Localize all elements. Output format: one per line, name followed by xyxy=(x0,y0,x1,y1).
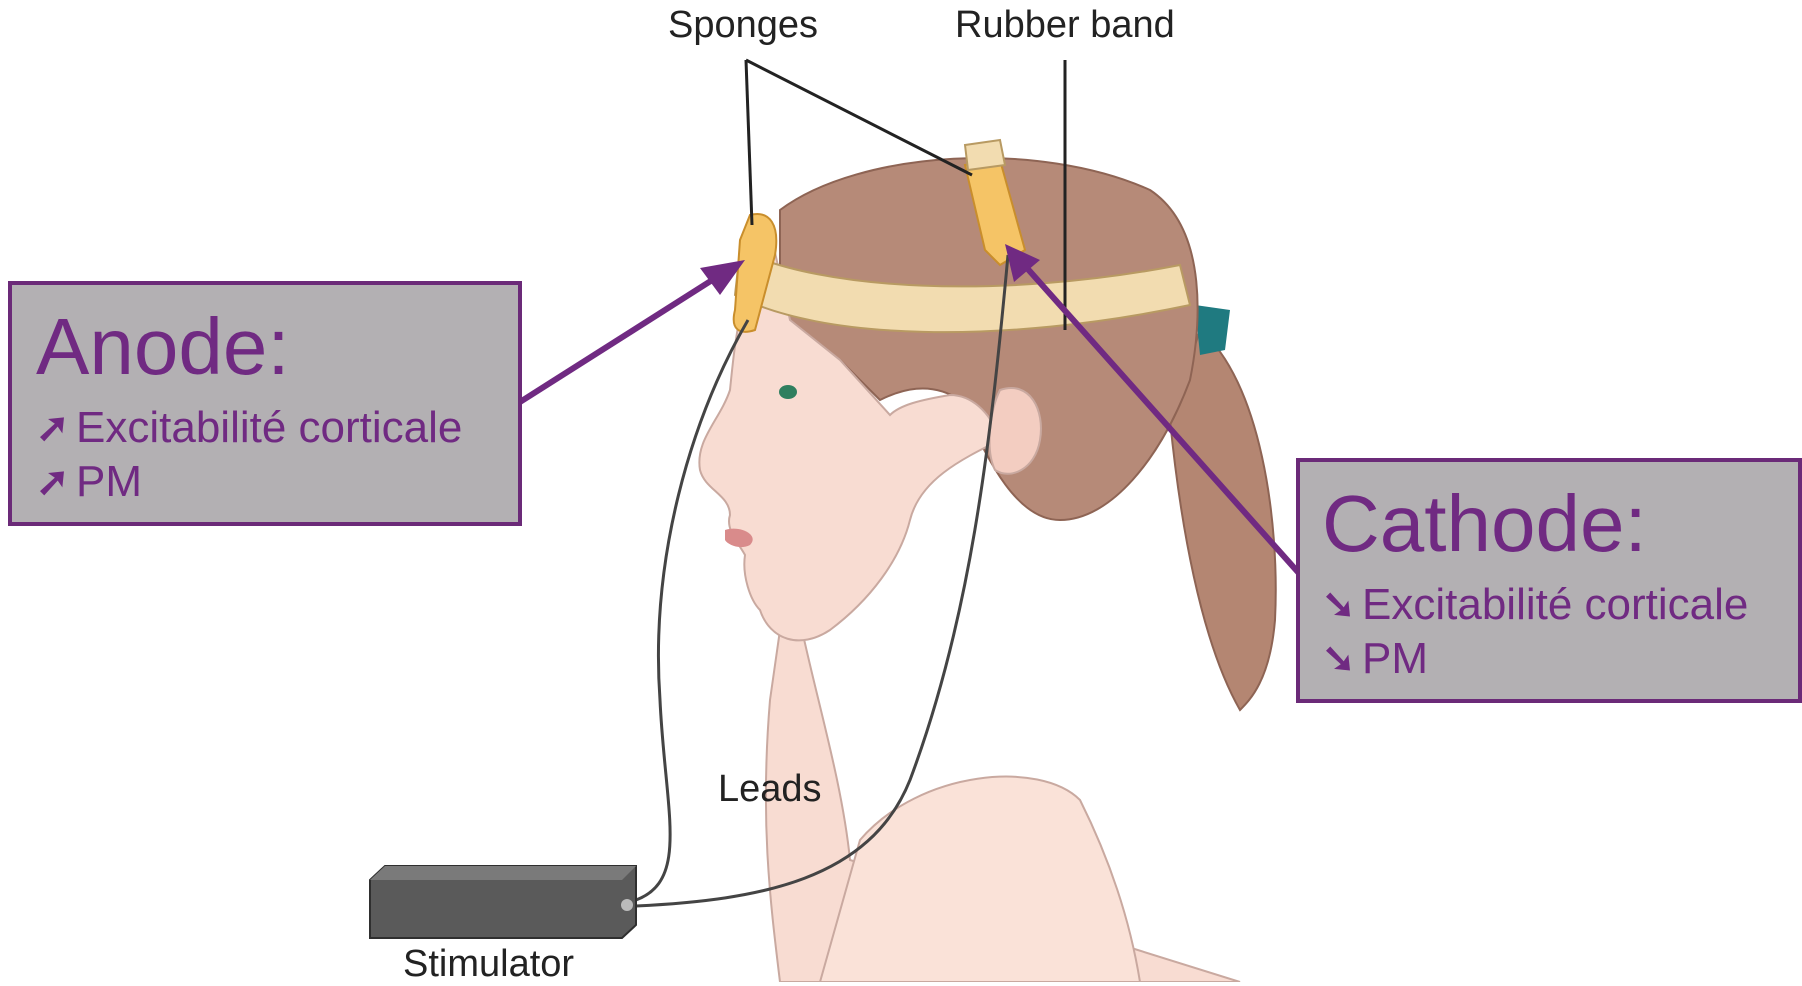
anode-excitability-row: ➚ Excitabilité corticale xyxy=(36,401,502,455)
cathode-excitability-row: ➘ Excitabilité corticale xyxy=(1322,578,1798,632)
hair-tie xyxy=(1195,305,1230,355)
cathode-pm-text: PM xyxy=(1362,632,1428,686)
anode-callout: Anode: ➚ Excitabilité corticale ➚ PM xyxy=(8,281,522,526)
arrow-down-right-icon: ➘ xyxy=(1322,578,1362,632)
stimulator-jack xyxy=(621,899,633,911)
anode-title: Anode: xyxy=(36,307,502,387)
anode-pm-row: ➚ PM xyxy=(36,455,502,509)
cathode-pm-row: ➘ PM xyxy=(1322,632,1798,686)
leads-label: Leads xyxy=(718,768,822,811)
stimulator-top xyxy=(370,866,636,880)
cathode-title: Cathode: xyxy=(1322,484,1798,564)
arrow-down-right-icon: ➘ xyxy=(1322,632,1362,686)
sponges-leader-right xyxy=(746,60,972,175)
arrow-up-right-icon: ➚ xyxy=(36,455,76,509)
anode-pm-text: PM xyxy=(76,455,142,509)
anode-excitability-text: Excitabilité corticale xyxy=(76,401,462,455)
eye xyxy=(779,385,797,399)
cathode-excitability-text: Excitabilité corticale xyxy=(1362,578,1748,632)
sponges-label: Sponges xyxy=(668,4,818,47)
cathode-callout: Cathode: ➘ Excitabilité corticale ➘ PM xyxy=(1296,458,1802,703)
sponges-leader-left xyxy=(746,60,752,225)
arrow-up-right-icon: ➚ xyxy=(36,401,76,455)
rubber-band-label: Rubber band xyxy=(955,4,1175,47)
stimulator-label: Stimulator xyxy=(403,943,574,986)
top-band xyxy=(965,140,1005,170)
anode-pointer-arrow xyxy=(520,260,745,402)
shoulder xyxy=(820,777,1140,982)
